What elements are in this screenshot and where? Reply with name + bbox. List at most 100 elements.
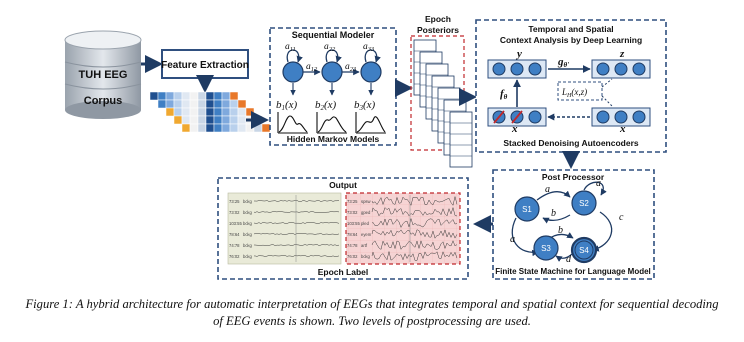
feature-cell (173, 91, 183, 101)
feature-extraction-label: Feature Extraction (161, 60, 249, 71)
layer-label-z: z (619, 48, 625, 60)
feature-cell (237, 107, 247, 117)
feature-cell (149, 91, 159, 101)
eeg-trace (371, 240, 458, 250)
feature-cell (253, 123, 263, 133)
layer-label-y: y (515, 48, 522, 60)
feature-cell (213, 115, 223, 125)
feature-cell (173, 107, 183, 117)
eeg-channel-label: gped (361, 210, 371, 215)
feature-cell (237, 99, 247, 109)
database-label-bottom: Corpus (84, 95, 123, 107)
eeg-channel-time: 73:25 (347, 199, 358, 204)
feature-cell (229, 115, 239, 125)
sequential-modeler-box (269, 27, 397, 146)
feature-cell (205, 107, 215, 117)
eeg-trace (371, 217, 458, 229)
feature-cell (213, 107, 223, 117)
eeg-channel-label: bckg (243, 232, 253, 237)
feature-cell (261, 123, 271, 133)
eeg-panel-events-border (345, 192, 461, 265)
feature-cell (221, 123, 231, 133)
feature-cell (205, 115, 215, 125)
feature-cell (197, 91, 207, 101)
eeg-channel-label: bckg (361, 254, 371, 259)
eeg-channel-time: 76:02 (347, 254, 358, 259)
loss-box (557, 81, 603, 101)
feature-cell (237, 115, 247, 125)
feature-cell (197, 107, 207, 117)
transition-label-a11: a11 (285, 42, 296, 53)
feature-cell (213, 123, 223, 133)
transition-label-a22: a22 (324, 42, 336, 53)
feature-cell (245, 107, 255, 117)
epoch-posteriors-label-line2: Posteriors (417, 25, 459, 35)
eeg-channel-label: spsw (361, 199, 372, 204)
feature-cell (189, 115, 199, 125)
eeg-channel-label: artf (361, 243, 368, 248)
eeg-channel-label: pled (361, 221, 370, 226)
feature-cell (197, 123, 207, 133)
hmm-state-3 (360, 61, 382, 83)
fsm-edge-label-2: a (596, 178, 601, 189)
feature-cell (173, 115, 183, 125)
fsm-state-s4-label: S4 (579, 246, 589, 255)
feature-cell (165, 99, 175, 109)
feature-cell (229, 107, 239, 117)
feature-cell (197, 115, 207, 125)
encoder-label: fθ (500, 88, 508, 101)
figure-caption: Figure 1: A hybrid architecture for auto… (12, 296, 732, 330)
feature-cell (205, 123, 215, 133)
eeg-channel-label: bckg (243, 221, 253, 226)
fsm-state-s2-label: S2 (579, 199, 589, 208)
eeg-channel-time: 73:02 (347, 210, 358, 215)
eeg-channel-time: 78:64 (347, 232, 358, 237)
feature-cell (237, 123, 247, 133)
layer-x (591, 107, 651, 127)
eeg-channel-label: bckg (243, 243, 253, 248)
feature-cell (189, 99, 199, 109)
feature-cell (213, 99, 223, 109)
eeg-channel-time: 74:78 (229, 243, 240, 248)
eeg-channel-label: bckg (243, 254, 253, 259)
feature-cell (245, 123, 255, 133)
emission-label-b1: b1(x) (276, 99, 298, 112)
eeg-channel-time: 76:02 (229, 254, 240, 259)
layer-z (591, 59, 651, 79)
hmm-footer: Hidden Markov Models (287, 134, 380, 144)
fsm-edge-label-3: b (551, 208, 556, 219)
fsm-edge-label-5: a (510, 234, 515, 245)
eeg-channel-label: bckg (243, 199, 253, 204)
fsm-edges (511, 181, 613, 262)
caption-line-1: Figure 1: A hybrid architecture for auto… (25, 297, 719, 311)
feature-cell (229, 123, 239, 133)
posterior-strip (449, 111, 473, 168)
fsm-edge-label-7: d (566, 254, 572, 265)
eeg-trace (371, 196, 458, 206)
caption-line-2: of EEG events is shown. Two levels of po… (213, 314, 531, 328)
feature-cell (157, 91, 167, 101)
feature-cell (181, 123, 191, 133)
sdae-title-line1: Temporal and Spatial (528, 24, 613, 34)
loss-label: LH(x,z) (561, 87, 587, 99)
feature-matrix (149, 91, 271, 133)
database-label-top: TUH EEG (79, 69, 128, 81)
hmm-states (282, 49, 382, 83)
emission-label-b2: b2(x) (315, 99, 337, 112)
output-title: Output (329, 180, 357, 190)
feature-cell (165, 107, 175, 117)
emission-distributions (277, 112, 386, 134)
transition-label-a33: a33 (363, 42, 375, 53)
emission-label-b3: b3(x) (354, 99, 376, 112)
fsm-state-s3 (533, 235, 559, 261)
layer-label-x-tilde: x̃ (511, 123, 518, 135)
transition-label-a23: a23 (345, 62, 357, 73)
eeg-panel-grid (346, 193, 460, 264)
transition-label-a12: a12 (306, 62, 318, 73)
feature-cell (181, 99, 191, 109)
fsm-state-s3-label: S3 (541, 244, 551, 253)
feature-cell (221, 115, 231, 125)
